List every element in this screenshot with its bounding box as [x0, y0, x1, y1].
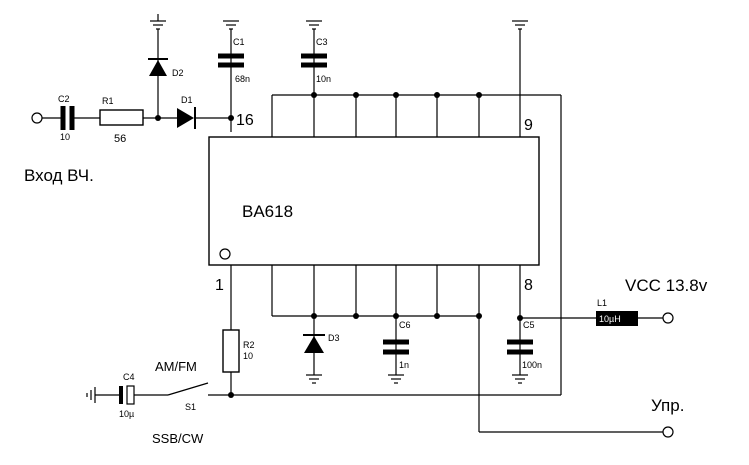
ic-ba618 [208, 136, 540, 266]
c6-ref: C6 [399, 320, 411, 330]
c6-value: 1n [399, 360, 409, 370]
ground-symbol-pin9 [512, 20, 528, 30]
resistor-r1 [99, 109, 144, 126]
control-label: Упр. [651, 396, 684, 415]
l1-value: 10µH [599, 314, 621, 324]
ground-symbol-d3 [306, 374, 322, 384]
junction-dot [434, 313, 440, 319]
c3-ref: C3 [316, 37, 328, 47]
junction-dot [155, 115, 161, 121]
inductor-l1 [596, 311, 638, 326]
pin-1-label: 1 [215, 277, 224, 294]
junction-dot [311, 92, 317, 98]
pin-16-label: 16 [236, 112, 254, 129]
pin-9-label: 9 [524, 117, 533, 134]
ground-symbol-c5 [512, 374, 528, 384]
chip-name: BA618 [242, 202, 293, 221]
pin1-marker [219, 248, 231, 260]
junction-dot [353, 92, 359, 98]
ssb-cw-label: SSB/CW [152, 431, 204, 446]
ground-symbol-c4 [86, 387, 96, 403]
c1-ref: C1 [233, 37, 245, 47]
junction-dot [353, 313, 359, 319]
rf-input-label: Вход ВЧ. [24, 166, 94, 185]
junction-dot [476, 92, 482, 98]
junction-dot [393, 92, 399, 98]
r1-ref: R1 [102, 96, 114, 106]
ground-symbol-c3 [306, 20, 322, 30]
diode-d1 [177, 107, 196, 129]
junction-dot [476, 313, 482, 319]
resistor-r2 [222, 329, 240, 373]
r1-value: 56 [114, 133, 126, 145]
c4-ref: C4 [123, 372, 135, 382]
capacitor-c5 [507, 339, 533, 355]
am-fm-label: AM/FM [155, 359, 197, 374]
control-terminal [662, 426, 674, 438]
capacitor-c6 [383, 339, 409, 355]
capacitor-c4 [119, 385, 135, 405]
junction-dot [228, 392, 234, 398]
capacitor-c3 [301, 53, 327, 68]
d1-ref: D1 [181, 95, 193, 105]
r2-value: 10 [243, 351, 253, 361]
c3-value: 10n [316, 74, 331, 84]
c2-ref: C2 [58, 94, 70, 104]
ground-symbol-c1 [223, 20, 239, 30]
pin-8-label: 8 [524, 277, 533, 294]
junction-dot [228, 115, 234, 121]
bottom-bus [271, 265, 663, 433]
s1-ref: S1 [185, 402, 196, 412]
c5-ref: C5 [523, 320, 535, 330]
switch-s1 [167, 382, 209, 396]
ground-symbol-c6 [388, 374, 404, 384]
c1-value: 68n [235, 74, 250, 84]
vcc-terminal [662, 312, 674, 324]
capacitor-c2 [60, 106, 75, 130]
capacitor-c1 [218, 53, 244, 68]
r2-ref: R2 [243, 340, 255, 350]
l1-ref: L1 [597, 298, 607, 308]
c5-value: 100n [522, 360, 542, 370]
diode-d3 [303, 334, 325, 353]
ground-symbol-d2 [150, 14, 166, 30]
junction-dot [434, 92, 440, 98]
diode-d2 [148, 58, 168, 76]
c4-value: 10µ [119, 409, 134, 419]
d2-ref: D2 [172, 68, 184, 78]
vcc-label: VCC 13.8v [625, 276, 708, 295]
top-bus [271, 94, 562, 395]
rf-input-terminal [31, 112, 43, 124]
c2-value: 10 [60, 132, 70, 142]
d3-ref: D3 [328, 333, 340, 343]
